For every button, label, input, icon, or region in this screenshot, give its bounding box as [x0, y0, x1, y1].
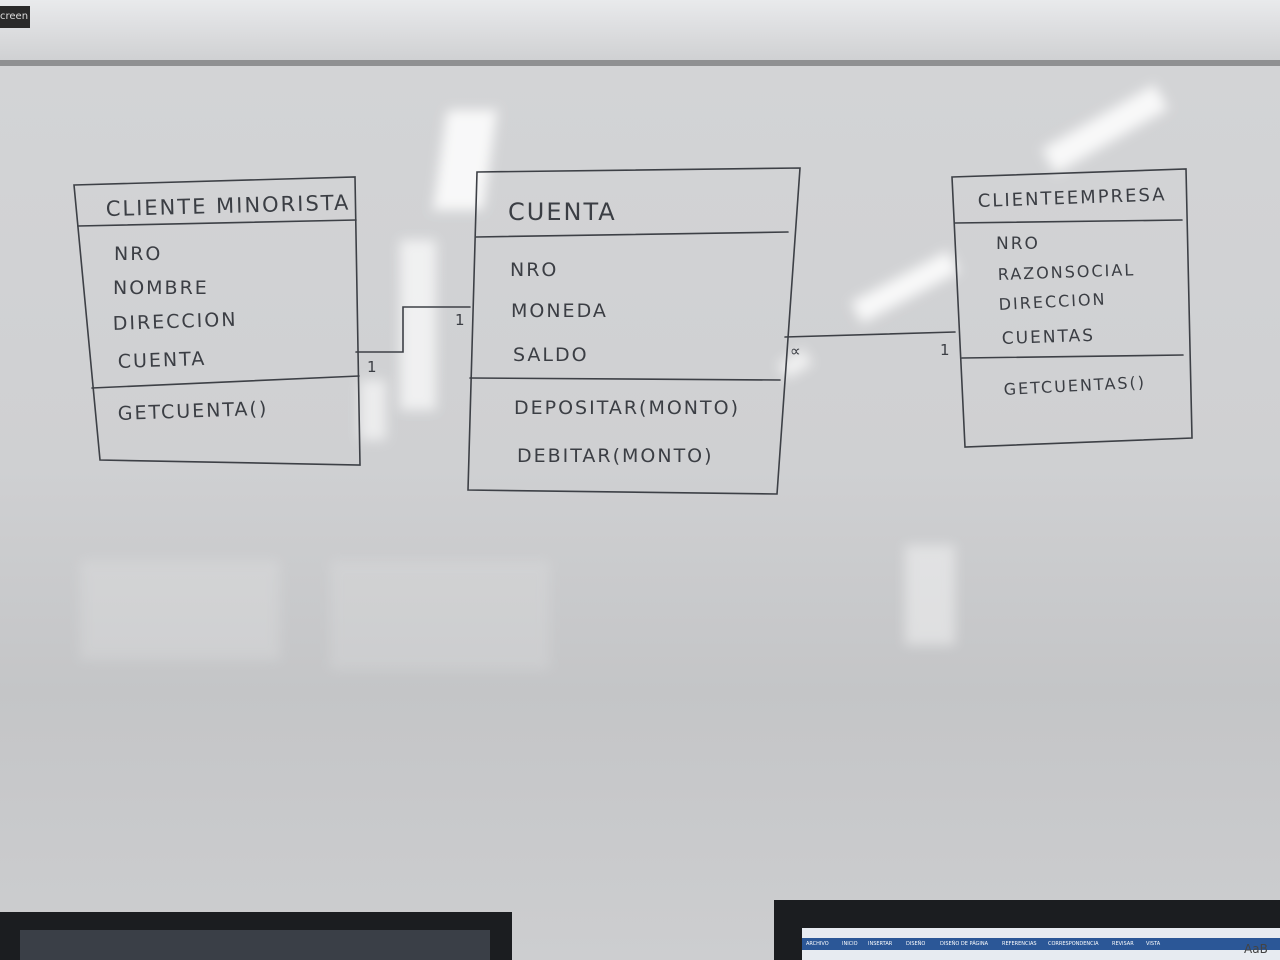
divider: [961, 354, 1184, 359]
method: GETCUENTA(): [117, 398, 268, 425]
method: DEPOSITAR(MONTO): [514, 397, 740, 419]
multiplicity: 1: [455, 311, 467, 329]
multiplicity: ∝: [790, 342, 803, 360]
attribute: CUENTAS: [1001, 326, 1095, 349]
class-name: CLIENTE MINORISTA: [106, 191, 351, 221]
attribute: CUENTA: [117, 348, 206, 373]
attribute: NRO: [510, 259, 558, 281]
word-ribbon: [802, 938, 1280, 950]
ribbon-tab[interactable]: CORRESPONDENCIA: [1048, 941, 1099, 947]
ribbon-tab[interactable]: INICIO: [842, 941, 858, 947]
attribute: DIRECCION: [998, 289, 1107, 314]
whiteboard: [0, 66, 1280, 960]
board-rail: [0, 60, 1280, 68]
ribbon-tab[interactable]: REVISAR: [1112, 941, 1134, 947]
attribute: NRO: [114, 243, 162, 265]
divider: [77, 219, 357, 227]
ribbon-tab[interactable]: INSERTAR: [868, 941, 893, 947]
multiplicity: 1: [940, 341, 952, 359]
class-box-cliente-minorista: [73, 176, 361, 466]
style-preview[interactable]: AaB: [1244, 942, 1268, 956]
ribbon-tab[interactable]: ARCHIVO: [806, 941, 829, 947]
association-minorista-cuenta: [355, 306, 471, 353]
divider: [469, 377, 781, 381]
ribbon-tab[interactable]: DISEÑO DE PÁGINA: [940, 941, 989, 947]
attribute: DIRECCION: [112, 309, 237, 335]
ribbon-tab[interactable]: DISEÑO: [906, 941, 926, 947]
light-glare: [360, 380, 386, 440]
multiplicity: 1: [367, 358, 379, 376]
ribbon-tab[interactable]: VISTA: [1146, 941, 1161, 947]
attribute: RAZONSOCIAL: [997, 260, 1135, 284]
attribute: NOMBRE: [113, 277, 209, 299]
class-name: CUENTA: [508, 198, 617, 226]
light-glare: [400, 240, 436, 410]
method: DEBITAR(MONTO): [517, 445, 714, 467]
association-cuenta-empresa: [784, 331, 956, 338]
projector-screen-housing: [0, 0, 1280, 62]
attribute: SALDO: [513, 344, 589, 366]
attribute: NRO: [996, 234, 1040, 254]
ribbon-tab[interactable]: REFERENCIAS: [1002, 941, 1037, 947]
method: GETCUENTAS(): [1003, 373, 1146, 399]
class-box-cliente-empresa: [951, 168, 1193, 448]
light-glare: [330, 560, 550, 670]
light-glare: [905, 545, 955, 645]
attribute: MONEDA: [511, 300, 608, 322]
screen-label: creen: [0, 6, 30, 28]
class-name: CLIENTEEMPRESA: [977, 184, 1166, 212]
divider: [954, 219, 1183, 224]
divider: [475, 231, 789, 238]
light-glare: [80, 560, 280, 660]
divider: [91, 375, 360, 389]
monitor-left-screen: [20, 930, 490, 960]
class-box-cuenta: [467, 167, 801, 495]
